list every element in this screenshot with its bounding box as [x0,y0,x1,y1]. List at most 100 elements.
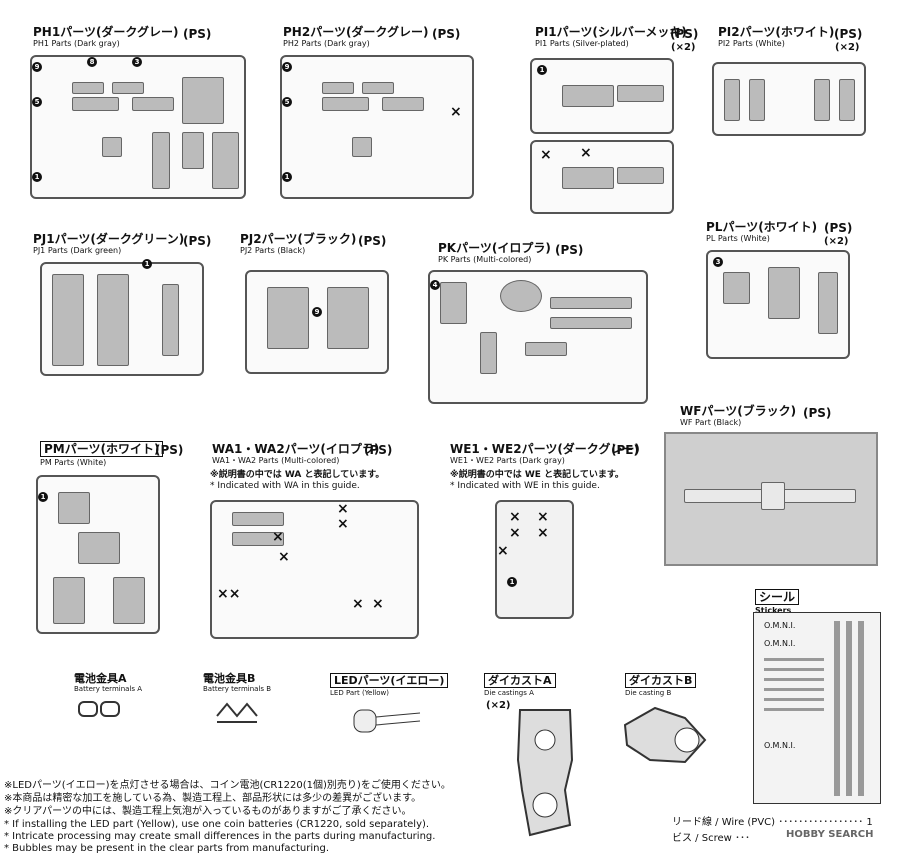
ph2-part [382,97,424,111]
wa-note: ※説明書の中では WA と表記しています。 * Indicated with W… [210,470,384,492]
pk-part [480,332,497,374]
pm-part [58,492,90,524]
wf-material: (PS) [803,406,832,420]
battery-terminal-b-icon [216,702,258,723]
pm-title-en: PM Parts (White) [40,458,107,467]
unused-part-mark: × [509,509,521,525]
pm-title-jp: PMパーツ(ホワイト) [40,441,164,457]
wf-part [761,482,785,510]
unused-part-mark: × [537,509,549,525]
die-a-title: ダイカストA Die castings A [484,673,556,697]
led-jp: LEDパーツ(イエロー) [330,673,449,688]
pi1-title-en: PI1 Parts (Silver-plated) [535,39,629,48]
battery-terminal-a-icon [78,701,120,717]
pj2-part [267,287,309,349]
wf-sprue [664,432,878,566]
ph1-title-en: PH1 Parts (Dark gray) [33,39,120,48]
ph1-material: (PS) [183,27,212,41]
unused-part-mark: × [337,516,349,532]
led-en: LED Part (Yellow) [330,689,389,697]
die-b-title: ダイカストB Die casting B [625,673,697,697]
part-number: 9 [282,62,292,72]
pl-part [818,272,838,334]
die-a-quantity: (×2) [486,700,511,711]
ph2-part [362,82,394,94]
part-number: 1 [507,577,517,587]
pl-title-en: PL Parts (White) [706,234,770,243]
wa-sprue: × × × × ×× × × [210,500,419,639]
battery-b-title: 電池金具B Battery terminals B [203,673,271,693]
pk-part [440,282,467,324]
pj1-title-en: PJ1 Parts (Dark green) [33,246,122,255]
pl-title-jp: PLパーツ(ホワイト) [706,220,818,234]
pj2-title-jp: PJ2パーツ(ブラック) [240,232,357,246]
ph1-part [152,132,170,189]
pl-part [768,267,800,319]
pm-part [113,577,145,624]
led-title: LEDパーツ(イエロー) LED Part (Yellow) [330,673,449,697]
watermark: HOBBY SEARCH [786,829,874,840]
ph2-material: (PS) [432,27,461,41]
ph2-title-en: PH2 Parts (Dark gray) [283,39,370,48]
pi2-part [814,79,830,121]
ph1-title: PH1パーツ(ダークグレー) PH1 Parts (Dark gray) [33,26,178,48]
part-number: 5 [32,97,42,107]
pk-title-en: PK Parts (Multi-colored) [438,255,532,264]
ph1-part [72,97,119,111]
pk-material: (PS) [555,243,584,257]
pi1-part [617,85,664,102]
ph1-part [182,77,224,124]
ph2-part [352,137,372,157]
unused-part-mark: × [497,543,509,559]
battery-a-en: Battery terminals A [74,685,143,693]
pi2-quantity: (×2) [835,42,860,53]
ph2-title: PH2パーツ(ダークグレー) PH2 Parts (Dark gray) [283,26,428,48]
sticker-title-jp: シール [755,589,800,605]
sticker-strip [764,668,824,671]
we-note-jp: ※説明書の中では WE と表記しています。 [450,470,624,480]
die-casting-a-icon [516,709,574,837]
pj2-title-en: PJ2 Parts (Black) [240,246,306,255]
we-note: ※説明書の中では WE と表記しています。 * Indicated with W… [450,470,624,492]
sticker-sheet: O.M.N.I. O.M.N.I. O.M.N.I. [753,612,881,804]
sticker-strip [846,621,852,796]
ph2-sprue: × 9 5 1 [280,55,474,199]
wa-note-en: * Indicated with WA in this guide. [210,481,360,491]
sticker-label: O.M.N.I. [764,639,796,648]
pm-title: PMパーツ(ホワイト) PM Parts (White) [40,440,164,467]
wf-title: WFパーツ(ブラック) WF Part (Black) [680,405,796,427]
wa-title-en: WA1・WA2 Parts (Multi-colored) [212,456,340,465]
pi1-part [562,85,614,107]
wa-part [232,532,284,546]
unused-part-mark: × [372,596,384,612]
pl-quantity: (×2) [824,236,849,247]
pm-part [53,577,85,624]
part-number: 3 [713,257,723,267]
pk-title: PKパーツ(イロプラ) PK Parts (Multi-colored) [438,242,551,264]
pk-part [525,342,567,356]
pk-part [500,280,542,312]
part-number: 1 [32,172,42,182]
die-b-jp: ダイカストB [625,673,697,688]
pl-part [723,272,750,304]
wire-count: リード線 / Wire (PVC) ･････････････････ 1 [672,817,873,828]
die-a-en: Die castings A [484,689,534,697]
battery-b-en: Battery terminals B [203,685,272,693]
pi1-title-jp: PI1パーツ(シルバーメッキ) [535,25,687,39]
pk-title-jp: PKパーツ(イロプラ) [438,241,551,255]
pi2-sprue [712,62,866,136]
battery-b-jp: 電池金具B [203,672,256,685]
pj1-title: PJ1パーツ(ダークグリーン) PJ1 Parts (Dark green) [33,233,184,255]
we-title-jp: WE1・WE2パーツ(ダークグレー) [450,442,640,456]
we-sprue: × × × × × 1 [495,500,574,619]
ph1-part [112,82,144,94]
unused-part-mark: ×× [217,586,241,602]
wa-note-jp: ※説明書の中では WA と表記しています。 [210,470,385,480]
sticker-label: O.M.N.I. [764,621,796,630]
we-title: WE1・WE2パーツ(ダークグレー) WE1・WE2 Parts (Dark g… [450,443,640,465]
part-number: 1 [537,65,547,75]
sticker-strip [764,658,824,661]
part-number: 9 [32,62,42,72]
ph2-part [322,97,369,111]
ph1-part [132,97,174,111]
